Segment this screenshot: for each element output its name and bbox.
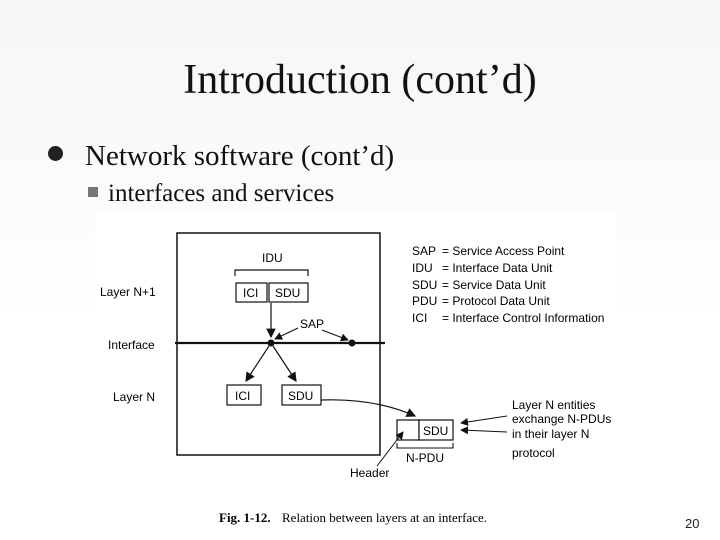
lower-ici-box xyxy=(226,384,262,406)
sap-label: SAP xyxy=(300,317,324,331)
legend-abbr-ici: ICI xyxy=(412,311,427,325)
idu-label: IDU xyxy=(262,251,283,265)
legend-text-pdu: = Protocol Data Unit xyxy=(442,294,550,308)
legend-abbr-sdu: SDU xyxy=(412,278,437,292)
bullet-level1: Network software (cont’d) xyxy=(48,140,394,173)
bullet-level1-text: Network software (cont’d) xyxy=(85,140,395,172)
sap-point-active xyxy=(267,339,275,347)
arrow-sap-to-lower-ici xyxy=(245,345,270,383)
bullet-dot-icon xyxy=(48,146,63,161)
entities-note-line4: protocol xyxy=(512,446,555,460)
exchange-arrow-lower xyxy=(460,426,508,435)
upper-ici-label: ICI xyxy=(243,286,258,300)
idu-bracket xyxy=(234,269,309,276)
interface-label: Interface xyxy=(108,338,155,352)
npdu-sdu-box xyxy=(418,419,454,441)
npdu-header-box xyxy=(396,419,420,441)
arrow-sdu-to-npdu xyxy=(320,399,417,417)
figure-diagram: Layer N+1 Interface Layer N IDU ICI SDU … xyxy=(100,232,611,525)
legend-abbr-idu: IDU xyxy=(412,261,433,275)
bullet-level2-text: interfaces and services xyxy=(108,180,335,207)
lower-ici-label: ICI xyxy=(235,389,250,403)
npdu-bracket xyxy=(396,443,454,449)
entities-note-line3: in their layer N xyxy=(512,427,589,441)
npdu-sdu-label: SDU xyxy=(423,424,448,438)
entities-note-line2: exchange N-PDUs xyxy=(512,412,611,426)
header-label: Header xyxy=(350,466,389,480)
slide-title: Introduction (cont’d) xyxy=(183,57,537,103)
layer-interface-figure: Layer N+1 Interface Layer N IDU ICI SDU … xyxy=(95,210,616,537)
legend: SAP = Service Access Point IDU = Interfa… xyxy=(412,244,604,325)
caption-text: Relation between layers at an interface. xyxy=(282,510,487,525)
header-pointer xyxy=(376,431,404,467)
legend-text-sdu: = Service Data Unit xyxy=(442,278,546,292)
layer-lower-label: Layer N xyxy=(113,390,155,404)
entities-note-line1: Layer N entities xyxy=(512,398,595,412)
sap-point-other xyxy=(348,339,356,347)
bullet-square-icon xyxy=(88,187,98,197)
sap-pointer-right xyxy=(321,329,349,342)
layer-upper-label: Layer N+1 xyxy=(100,285,156,299)
legend-text-sap: = Service Access Point xyxy=(442,244,565,258)
caption-fig-number: Fig. 1-12. xyxy=(219,510,271,525)
exchange-arrow-upper xyxy=(460,415,508,426)
upper-ici-box xyxy=(235,282,268,303)
arrow-sap-to-lower-sdu xyxy=(272,345,297,383)
lower-sdu-label: SDU xyxy=(288,389,313,403)
legend-text-idu: = Interface Data Unit xyxy=(442,261,553,275)
bullet-level2: interfaces and services xyxy=(88,180,334,208)
legend-abbr-pdu: PDU xyxy=(412,294,437,308)
upper-sdu-box xyxy=(268,282,309,303)
legend-text-ici: = Interface Control Information xyxy=(442,311,604,325)
lower-sdu-box xyxy=(281,384,322,406)
legend-abbr-sap: SAP xyxy=(412,244,436,258)
page-number: 20 xyxy=(685,516,700,531)
npdu-label: N-PDU xyxy=(406,451,444,465)
upper-sdu-label: SDU xyxy=(275,286,300,300)
sap-pointer-left xyxy=(274,327,299,340)
